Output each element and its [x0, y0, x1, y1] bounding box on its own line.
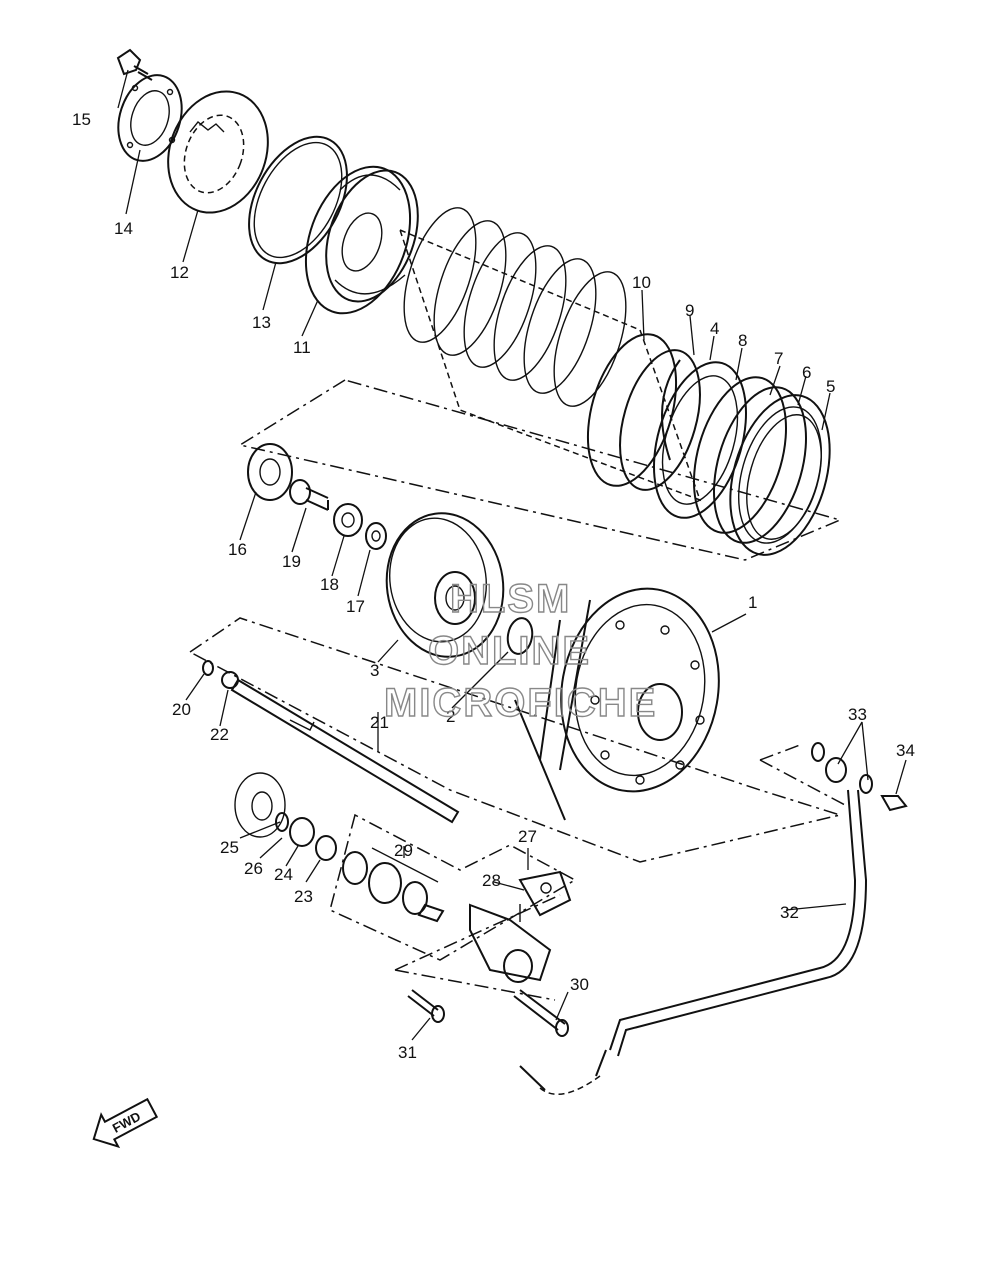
- callout-23: 23: [294, 887, 313, 906]
- callout-11: 11: [293, 338, 311, 357]
- part-23-collar: [315, 835, 337, 861]
- callout-24: 24: [274, 865, 293, 884]
- callout-34: 34: [896, 741, 915, 760]
- part-17-washer: [365, 522, 387, 550]
- callout-13: 13: [252, 313, 271, 332]
- callout-7: 7: [774, 349, 783, 368]
- part-2-washer: [506, 617, 534, 655]
- callout-25: 25: [220, 838, 239, 857]
- watermark-line-3: MICROFICHE: [384, 681, 657, 725]
- callout-5: 5: [826, 377, 835, 396]
- watermark: HLSM ONLINE MICROFICHE: [383, 576, 657, 725]
- callout-4: 4: [710, 319, 719, 338]
- part-12-disc: [167, 90, 269, 214]
- callout-6: 6: [802, 363, 811, 382]
- part-5-spring: [729, 394, 831, 556]
- group-outline-28: [394, 894, 561, 1001]
- leader-lines: [117, 69, 907, 1041]
- part-21-push-rod: [230, 678, 460, 824]
- part-16-bearing: [247, 443, 293, 501]
- part-24-collar: [289, 817, 315, 847]
- part-29-seal-kit: [342, 851, 445, 923]
- part-18-nut: [333, 503, 363, 537]
- part-32-hose: [519, 789, 868, 1095]
- forward-arrow-icon: FWD: [92, 1097, 159, 1149]
- callout-31: 31: [398, 1043, 417, 1062]
- part-25-bearing: [234, 772, 286, 838]
- callout-9: 9: [685, 301, 694, 320]
- part-14-plate: [117, 74, 183, 162]
- callout-2: 2: [446, 707, 455, 726]
- clutch-slave-cylinder: [469, 903, 552, 983]
- callout-17: 17: [346, 597, 365, 616]
- callout-19: 19: [282, 552, 301, 571]
- part-15-bolt: [116, 48, 153, 81]
- part-26-oring: [275, 812, 289, 832]
- callout-16: 16: [228, 540, 247, 559]
- callout-1: 1: [748, 593, 757, 612]
- part-9-spring-ring: [619, 349, 701, 491]
- part-19-bolt: [289, 479, 329, 511]
- part-6-plate: [712, 386, 808, 544]
- part-20-o-ring: [202, 660, 214, 676]
- part-4-clip: [661, 359, 681, 461]
- watermark-line-2: ONLINE: [428, 629, 591, 673]
- callout-15: 15: [72, 110, 91, 129]
- callout-33: 33: [848, 705, 867, 724]
- part-30-bolt: [513, 989, 569, 1037]
- part-11-pressure-plate: [304, 165, 419, 315]
- callout-12: 12: [170, 263, 189, 282]
- group-outline-27: [329, 813, 577, 961]
- part-33-washers: [811, 742, 873, 794]
- callout-numbers: 1 2 3 4 5 6 7 8 9 10 11 12 13 14 15 16 1…: [72, 110, 915, 1062]
- part-3-gear: [385, 512, 505, 658]
- part-13-ring: [248, 135, 348, 265]
- watermark-line-1: HLSM: [450, 577, 571, 621]
- group-outline-hose: [759, 744, 846, 806]
- callout-21: 21: [370, 713, 389, 732]
- callout-32: 32: [780, 903, 799, 922]
- callout-18: 18: [320, 575, 339, 594]
- callout-3: 3: [370, 661, 379, 680]
- part-31-bolt: [407, 989, 445, 1023]
- group-outline-upper: [238, 379, 843, 561]
- group-outline-lower: [188, 617, 843, 863]
- callout-8: 8: [738, 331, 747, 350]
- callout-10: 10: [632, 273, 651, 292]
- part-1-clutch-housing: [514, 587, 720, 821]
- callout-28: 28: [482, 871, 501, 890]
- callout-29: 29: [394, 841, 413, 860]
- part-7-plate: [692, 376, 788, 534]
- callout-22: 22: [210, 725, 229, 744]
- part-8-friction-plate: [652, 361, 748, 519]
- callout-27: 27: [518, 827, 537, 846]
- callout-14: 14: [114, 219, 133, 238]
- callout-26: 26: [244, 859, 263, 878]
- part-28-bleeder-bracket: [518, 870, 572, 922]
- part-34-banjo-bolt: [880, 795, 908, 812]
- callout-20: 20: [172, 700, 191, 719]
- callout-30: 30: [570, 975, 589, 994]
